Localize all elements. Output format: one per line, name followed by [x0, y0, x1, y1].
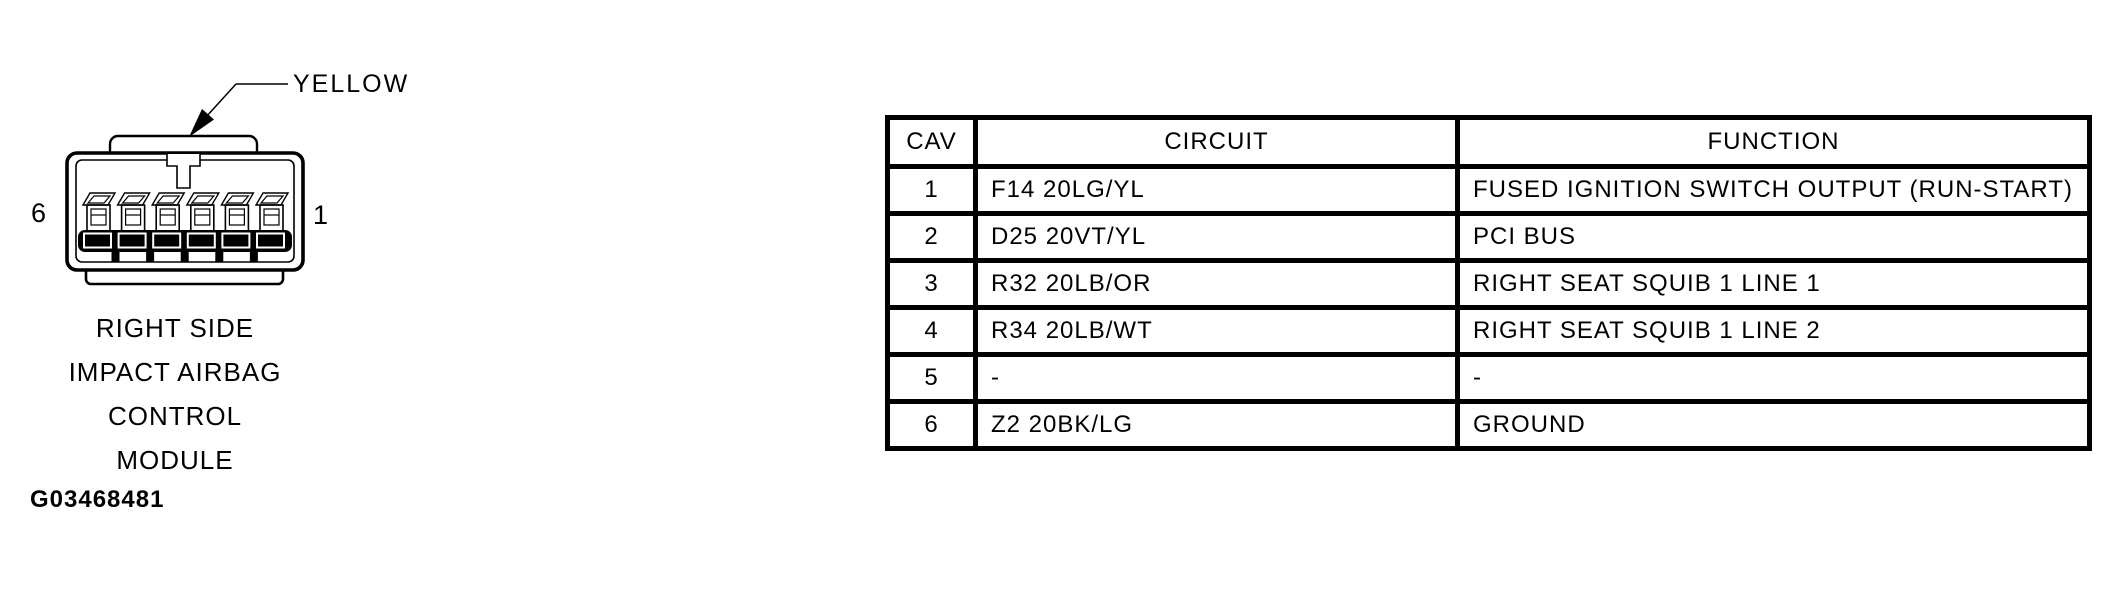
table-row: 4 R34 20LB/WT RIGHT SEAT SQUIB 1 LINE 2	[885, 305, 2092, 357]
circuit-cell: F14 20LG/YL	[973, 164, 1460, 216]
cav-cell: 2	[885, 211, 978, 263]
table-row: 2 D25 20VT/YL PCI BUS	[885, 211, 2092, 263]
cav-cell: 3	[885, 258, 978, 310]
cav-cell: 6	[885, 399, 978, 451]
header-circuit: CIRCUIT	[973, 115, 1460, 169]
connector-color-label: YELLOW	[293, 70, 410, 98]
cav-cell: 5	[885, 352, 978, 404]
table-row: 1 F14 20LG/YL FUSED IGNITION SWITCH OUTP…	[885, 164, 2092, 216]
table-row: 5 - -	[885, 352, 2092, 404]
header-cav: CAV	[885, 115, 978, 169]
terminal-band	[78, 230, 292, 262]
cav-cell: 4	[885, 305, 978, 357]
connector-keyway	[166, 154, 201, 189]
circuit-cell: R32 20LB/OR	[973, 258, 1460, 310]
circuit-cell: Z2 20BK/LG	[973, 399, 1460, 451]
yellow-leader-arrow	[189, 83, 288, 137]
function-cell: PCI BUS	[1455, 211, 2092, 263]
caption-line: RIGHT SIDE	[95, 313, 255, 343]
circuit-cell: -	[973, 352, 1460, 404]
caption-line: CONTROL	[107, 401, 243, 431]
cav-cell: 1	[885, 164, 978, 216]
function-cell: -	[1455, 352, 2092, 404]
circuit-cell: D25 20VT/YL	[973, 211, 1460, 263]
caption-line: IMPACT AIRBAG	[68, 357, 282, 387]
function-cell: GROUND	[1455, 399, 2092, 451]
header-function: FUNCTION	[1455, 115, 2092, 169]
pinout-table: CAV CIRCUIT FUNCTION 1 F14 20LG/YL FUSED…	[885, 115, 2092, 451]
caption-line: MODULE	[116, 445, 234, 475]
function-cell: RIGHT SEAT SQUIB 1 LINE 1	[1455, 258, 2092, 310]
function-cell: FUSED IGNITION SWITCH OUTPUT (RUN-START)	[1455, 164, 2092, 216]
table-row: 6 Z2 20BK/LG GROUND	[885, 399, 2092, 451]
table-row: 3 R32 20LB/OR RIGHT SEAT SQUIB 1 LINE 1	[885, 258, 2092, 310]
connector-drawing	[65, 83, 305, 286]
function-cell: RIGHT SEAT SQUIB 1 LINE 2	[1455, 305, 2092, 357]
circuit-cell: R34 20LB/WT	[973, 305, 1460, 357]
pin-label-6: 6	[31, 198, 47, 228]
pin-label-1: 1	[313, 200, 329, 230]
table-header-row: CAV CIRCUIT FUNCTION	[885, 115, 2092, 169]
module-caption: RIGHT SIDE IMPACT AIRBAG CONTROL MODULE	[25, 306, 325, 482]
figure-id: G03468481	[30, 486, 165, 513]
connector-figure: YELLOW 6 1 RIGHT SIDE IMPACT AIRBAG CONT…	[0, 0, 440, 591]
